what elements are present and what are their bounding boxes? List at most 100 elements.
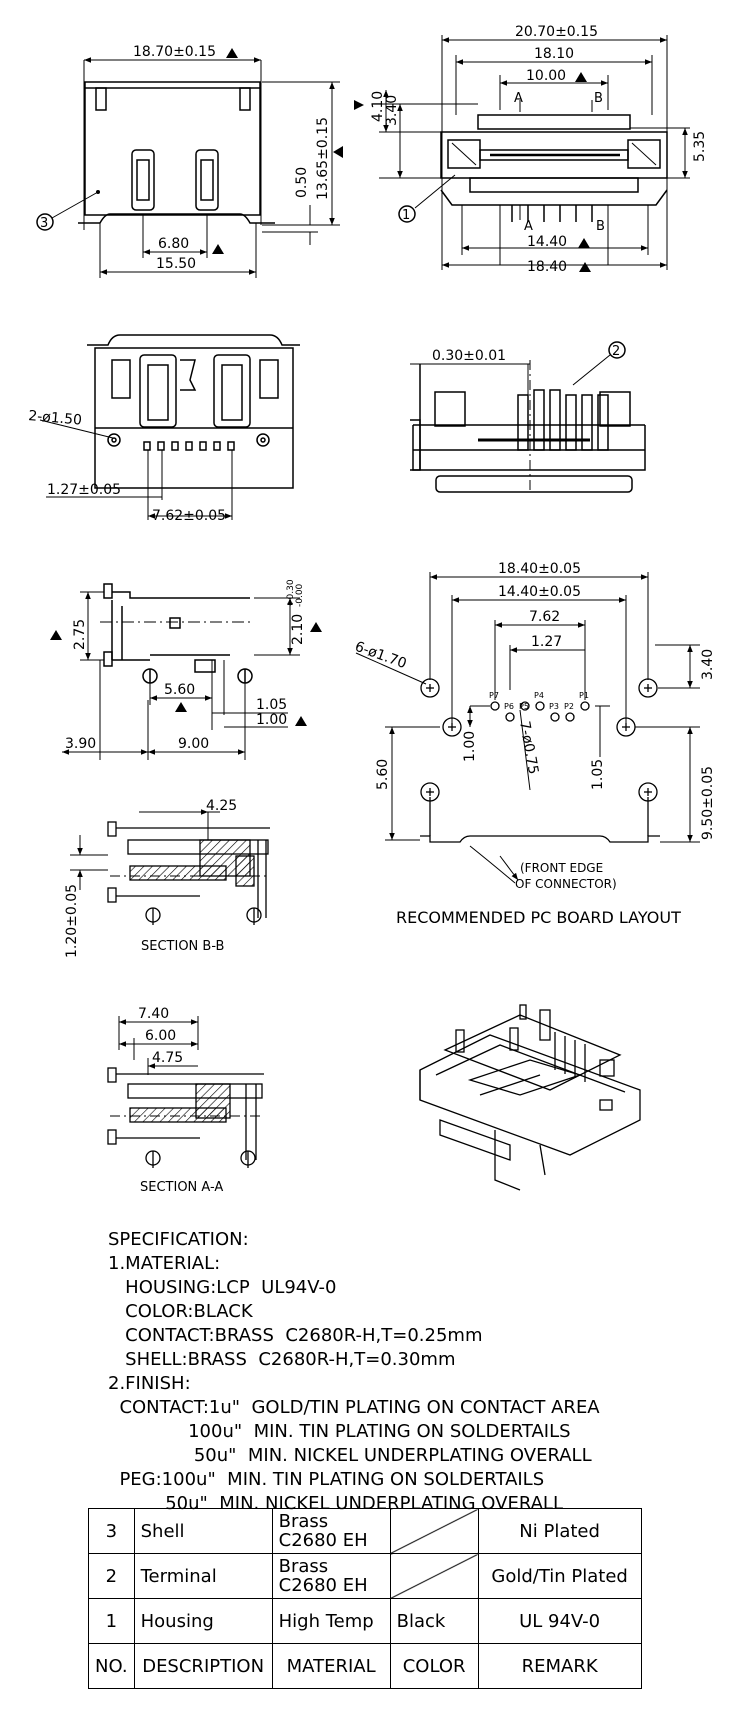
section-mark-b-bottom: B: [596, 219, 605, 234]
pcb-layout: [355, 572, 700, 884]
dim-secb-425: 4.25: [206, 798, 237, 814]
pin-p2-label: P2: [564, 702, 574, 711]
critical-triangle-mark: [175, 702, 187, 712]
critical-triangle-mark: [333, 146, 343, 158]
critical-triangle-mark: [295, 716, 307, 726]
cell-no: 1: [88, 1598, 135, 1644]
dim-side-680: 6.80: [158, 236, 189, 252]
section-a-a-view: [107, 1016, 264, 1168]
dim-side2-275: 2.75: [72, 619, 88, 650]
dim-pcb-hole170: 6-ø1.70: [353, 639, 409, 672]
header-color: COLOR: [389, 1643, 479, 1689]
dim-pcb-340: 3.40: [700, 649, 716, 680]
dim-pcb-950: 9.50±0.05: [700, 766, 716, 840]
rear-view: [410, 341, 646, 493]
spec-line: SPECIFICATION:: [108, 1229, 249, 1250]
dim-seca-740: 7.40: [138, 1006, 169, 1022]
critical-triangle-mark: [50, 630, 62, 640]
header-material: MATERIAL: [271, 1643, 391, 1689]
dim-hole-150: 2-ø1.50: [28, 408, 83, 429]
spec-line: CONTACT:1u" GOLD/TIN PLATING ON CONTACT …: [108, 1397, 600, 1418]
dim-side-050: 0.50: [294, 167, 310, 198]
cell-description: Terminal: [133, 1553, 273, 1599]
dim-side-1365: 13.65±0.15: [315, 117, 331, 200]
cell-no: 2: [88, 1553, 135, 1599]
pin-p4-label: P4: [534, 691, 544, 700]
pin-p3-label: P3: [549, 702, 559, 711]
callout-3: 3: [40, 216, 48, 231]
dim-seca-475: 4.75: [152, 1050, 183, 1066]
dim-side-1550: 15.50: [156, 256, 196, 272]
dim-pcb-1840: 18.40±0.05: [498, 561, 581, 577]
dim-pcb-hole075: 7-ø0.75: [516, 720, 541, 776]
dim-side2-210: 2.10: [290, 614, 306, 645]
dim-secb-120: 1.20±0.05: [64, 884, 80, 958]
dim-pitch-127: 1.27±0.05: [47, 482, 121, 498]
dim-pcb-105: 1.05: [590, 759, 606, 790]
dim-pcb-100: 1.00: [462, 731, 478, 762]
cell-description: Shell: [133, 1508, 273, 1554]
spec-line: COLOR:BLACK: [108, 1301, 253, 1322]
callout-2: 2: [612, 344, 620, 359]
dim-front-340: 3.40: [384, 95, 400, 126]
dim-side2-100: 1.00: [256, 712, 287, 728]
dim-front-1440: 14.40: [527, 234, 567, 250]
section-a-a-label: SECTION A-A: [140, 1180, 223, 1195]
pin-p5-label: P5: [519, 702, 529, 711]
specification-block: SPECIFICATION: 1.MATERIAL: HOUSING:LCP U…: [108, 1228, 708, 1516]
dim-side2-900: 9.00: [178, 736, 209, 752]
dim-pin-030: 0.30±0.01: [432, 348, 506, 364]
table-row: 1 Housing High Temp Black UL 94V-0: [88, 1598, 642, 1644]
cell-material: High Temp: [271, 1598, 391, 1644]
top-view-left: [36, 57, 340, 278]
front-edge-label-2: OF CONNECTOR): [515, 877, 617, 891]
dim-pcb-1440: 14.40±0.05: [498, 584, 581, 600]
critical-triangle-mark: [310, 622, 322, 632]
dim-side2-560: 5.60: [164, 682, 195, 698]
dim-pcb-560: 5.60: [375, 759, 391, 790]
cell-description: Housing: [133, 1598, 273, 1644]
dim-front-10: 10.00: [526, 68, 566, 84]
section-b-b-view: [70, 809, 270, 925]
header-remark: REMARK: [477, 1643, 642, 1689]
dim-pitch-762: 7.62±0.05: [152, 508, 226, 524]
cell-remark: Ni Plated: [477, 1508, 642, 1554]
spec-line: 1.MATERIAL:: [108, 1253, 221, 1274]
section-mark-a-bottom: A: [524, 219, 533, 234]
callout-1: 1: [402, 208, 410, 223]
cell-remark: Gold/Tin Plated: [477, 1553, 642, 1599]
cell-color: Black: [389, 1598, 479, 1644]
spec-line: CONTACT:BRASS C2680R-H,T=0.25mm: [108, 1325, 483, 1346]
bottom-view: [39, 334, 300, 520]
critical-triangle-mark: [226, 48, 238, 58]
front-view: [379, 35, 690, 270]
dim-side2-105: 1.05: [256, 697, 287, 713]
cell-remark: UL 94V-0: [477, 1598, 642, 1644]
spec-line: HOUSING:LCP UL94V-0: [108, 1277, 337, 1298]
critical-triangle-mark: [579, 262, 591, 272]
spec-line: SHELL:BRASS C2680R-H,T=0.30mm: [108, 1349, 456, 1370]
cell-color: [389, 1553, 479, 1599]
isometric-view: [419, 1004, 641, 1191]
critical-triangle-mark: [212, 244, 224, 254]
pin-p6-label: P6: [504, 702, 514, 711]
dim-pcb-127: 1.27: [531, 634, 562, 650]
front-edge-label-1: (FRONT EDGE: [520, 861, 603, 875]
dim-front-overall: 20.70±0.15: [515, 24, 598, 40]
critical-triangle-mark: [354, 100, 364, 110]
pin-p1-label: P1: [579, 691, 589, 700]
side-view: [62, 583, 300, 760]
header-description: DESCRIPTION: [133, 1643, 273, 1689]
header-no: NO.: [88, 1643, 135, 1689]
dim-front-1840: 18.40: [527, 259, 567, 275]
pin-p7-label: P7: [489, 691, 499, 700]
spec-line: 100u" MIN. TIN PLATING ON SOLDERTAILS: [108, 1421, 571, 1442]
section-mark-a-top: A: [514, 91, 523, 106]
dim-front-535: 5.35: [692, 131, 708, 162]
dim-pcb-762: 7.62: [529, 609, 560, 625]
cell-color: [389, 1508, 479, 1554]
